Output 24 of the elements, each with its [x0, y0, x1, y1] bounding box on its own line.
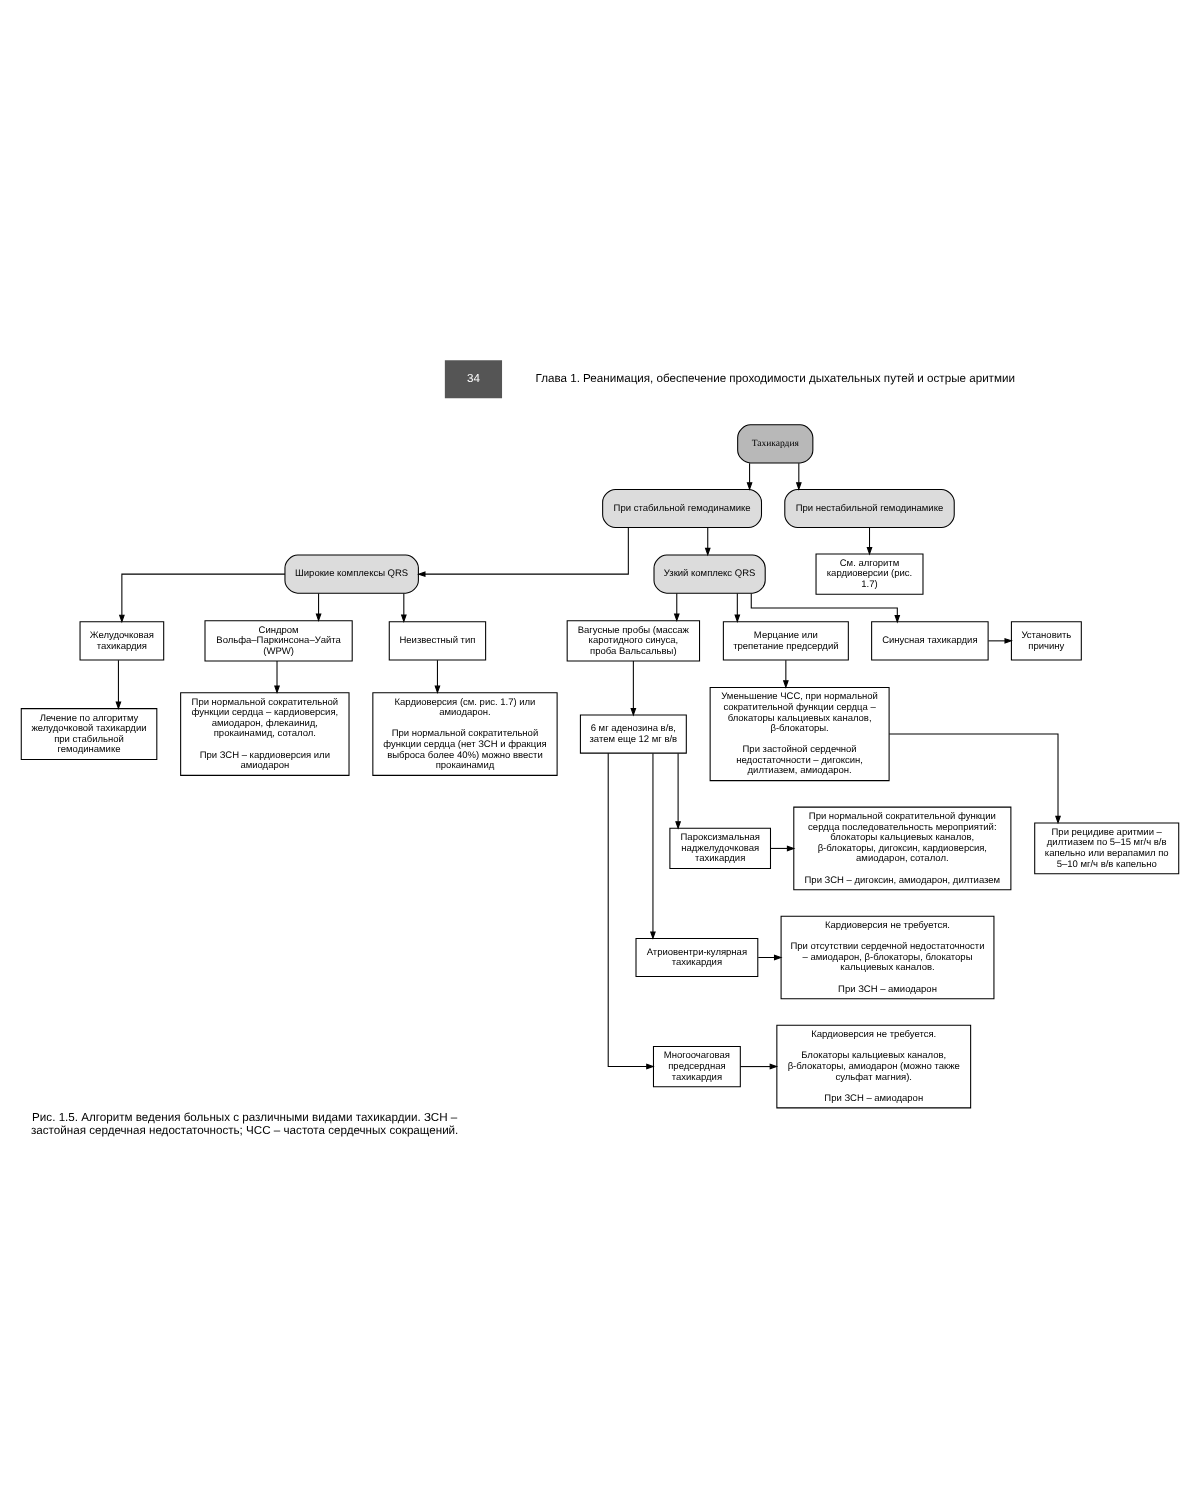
arrow — [630, 659, 637, 716]
arrow — [757, 953, 783, 960]
arrow — [673, 591, 680, 622]
arrow — [740, 1062, 779, 1069]
arrow — [417, 526, 629, 577]
arrow — [770, 844, 796, 851]
arrow — [734, 591, 741, 622]
arrow — [315, 591, 322, 622]
arrow — [795, 461, 802, 490]
arrow — [750, 591, 901, 623]
arrow — [888, 732, 1061, 824]
arrow — [115, 658, 122, 709]
arrow — [400, 591, 407, 622]
arrow — [987, 636, 1013, 643]
arrow — [866, 526, 873, 555]
arrow — [675, 751, 682, 829]
arrow — [434, 658, 441, 694]
arrow — [650, 751, 656, 939]
arrow — [607, 751, 655, 1069]
arrow — [118, 572, 286, 623]
arrow — [704, 526, 711, 556]
arrow — [782, 658, 789, 688]
arrow — [274, 659, 280, 694]
arrow — [746, 461, 753, 490]
